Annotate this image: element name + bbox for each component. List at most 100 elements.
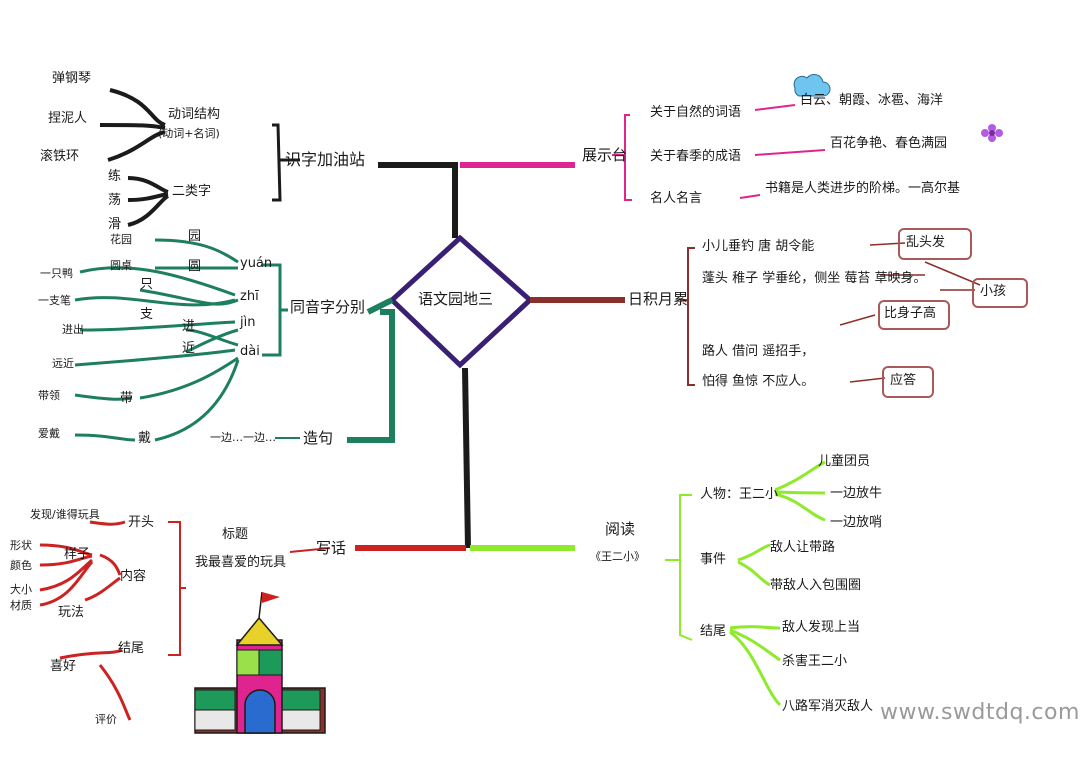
branch-trunk: [462, 367, 471, 549]
xiehua-yangzi: 样子: [64, 547, 91, 562]
xiehua-jiewei: 结尾: [118, 641, 145, 656]
tongyin-word: 爱戴: [38, 427, 60, 440]
rijilei-line: 蓬头 稚子 学垂纶，侧坐 莓苔 草映身。: [702, 271, 927, 286]
rijilei-bracket: [680, 247, 695, 386]
yuedu-bracket: [665, 494, 693, 641]
branch-zaoju: [347, 309, 395, 443]
tongyin-curves: [74, 238, 240, 442]
shizi-char: 滑: [108, 217, 122, 232]
center-diamond: [388, 234, 534, 369]
tongyin-hanzi: 戴: [138, 431, 152, 446]
xiehua-bracket: [168, 521, 331, 656]
xiehua-yangzi-item: 形状: [10, 539, 32, 552]
xiehua-topic: 我最喜爱的玩具: [195, 555, 287, 570]
zhanshi-value: 百花争艳、春色满园: [830, 136, 948, 151]
shizi-char: 荡: [108, 193, 122, 208]
yuedu-shijian-item: 敌人让带路: [770, 540, 836, 555]
tongyin-word: 圆桌: [110, 259, 132, 272]
zaoju-pattern: 一边…一边…: [210, 431, 276, 444]
shizi-erlei: 二类字: [172, 184, 212, 199]
tongyin-hanzi: 园: [188, 229, 202, 244]
yuedu-book: 《王二小》: [590, 550, 645, 563]
shizi-item: 滚铁环: [40, 149, 80, 164]
rijilei-note: 比身子高: [884, 306, 937, 321]
xiehua-topic-label: 标题: [222, 527, 249, 542]
rijilei-note: 小孩: [980, 284, 1007, 299]
yuedu-curves: [729, 460, 826, 707]
tongyin-pinyin: zhī: [240, 289, 259, 304]
xiehua-jiewei-item: 喜好: [50, 659, 77, 674]
xiehua-curves: [39, 520, 132, 721]
shizi-item: 弹钢琴: [52, 71, 92, 86]
xiehua-wanfa: 玩法: [58, 605, 85, 620]
shizi-erlei-branches: [127, 176, 170, 227]
yuedu-shijian: 事件: [700, 552, 727, 567]
tongyin-hanzi: 进: [182, 319, 196, 334]
yuedu-title: 阅读: [605, 520, 636, 538]
zhanshi-label: 名人名言: [650, 191, 703, 206]
tongyin-title: 同音字分别: [290, 298, 366, 316]
shizi-title: 识字加油站: [285, 150, 366, 169]
tongyin-bracket: [262, 263, 288, 357]
castle-drawing: [194, 591, 326, 734]
yuedu-jieju-item: 敌人发现上当: [782, 620, 861, 635]
zhanshi-bracket: [612, 114, 632, 201]
xiehua-yangzi-item: 颜色: [10, 559, 32, 572]
tongyin-hanzi: 近: [182, 341, 196, 356]
tongyin-pinyin: yuán: [240, 256, 273, 271]
zhanshi-title: 展示台: [582, 146, 628, 164]
zaoju-title: 造句: [303, 429, 334, 447]
tongyin-word: 一只鸭: [40, 267, 73, 280]
branch-tongyin: [366, 297, 394, 315]
yuedu-renwu-item: 一边放哨: [830, 515, 883, 530]
note-box: [878, 300, 950, 330]
rijilei-line: 小儿垂钓 唐 胡令能: [702, 239, 815, 254]
center-topic: 语文园地三: [418, 290, 494, 308]
note-box: [972, 278, 1028, 308]
watermark: www.swdtdq.com: [880, 700, 1080, 725]
shizi-bracket: [272, 123, 300, 202]
shizi-dongci-branches: [99, 88, 166, 162]
tongyin-hanzi: 带: [120, 391, 134, 406]
xiehua-title: 写话: [316, 539, 347, 557]
note-box: [898, 228, 972, 260]
xiehua-neirong: 内容: [120, 569, 147, 584]
tongyin-word: 远近: [52, 357, 74, 370]
rijilei-note: 乱头发: [906, 235, 946, 250]
branch-shizi: [378, 162, 458, 238]
tongyin-word: 一支笔: [38, 294, 71, 307]
zhanshi-value: 白云、朝霞、冰雹、海洋: [800, 93, 944, 108]
rijilei-note: 应答: [890, 373, 917, 388]
zhanshi-label: 关于自然的词语: [650, 105, 742, 120]
xiehua-yangzi-item: 材质: [10, 599, 32, 612]
rijilei-title: 日积月累: [628, 290, 689, 308]
xiehua-jiewei-item: 评价: [95, 713, 117, 726]
flower-icon: [981, 124, 1003, 142]
tongyin-word: 进出: [62, 323, 84, 336]
yuedu-renwu-item: 儿童团员: [818, 454, 871, 469]
shizi-char: 练: [108, 169, 122, 184]
cloud-icon: [793, 74, 831, 97]
tongyin-hanzi: 支: [140, 307, 154, 322]
rijilei-lines: [839, 242, 981, 383]
tongyin-hanzi: 圆: [188, 259, 202, 274]
tongyin-word: 花园: [110, 233, 132, 246]
yuedu-shijian-item: 带敌人入包围圈: [770, 578, 862, 593]
rijilei-line: 怕得 鱼惊 不应人。: [702, 374, 815, 389]
tongyin-word: 带领: [38, 389, 60, 402]
zhanshi-label: 关于春季的成语: [650, 149, 742, 164]
yuedu-renwu-item: 一边放牛: [830, 486, 883, 501]
zhanshi-lines: [739, 104, 826, 199]
tongyin-pinyin: dài: [240, 344, 260, 359]
xiehua-yangzi-item: 大小: [10, 583, 32, 596]
note-box: [882, 366, 934, 398]
zhanshi-value: 书籍是人类进步的阶梯。一高尔基: [765, 181, 961, 196]
yuedu-renwu: 人物：王二小: [700, 487, 779, 502]
rijilei-line: 路人 借问 遥招手，: [702, 344, 815, 359]
xiehua-kaitou: 开头: [128, 515, 155, 530]
yuedu-jieju-item: 杀害王二小: [782, 654, 848, 669]
tongyin-hanzi: 只: [140, 277, 154, 292]
xiehua-kaitou-item: 发现/谁得玩具: [30, 508, 100, 521]
